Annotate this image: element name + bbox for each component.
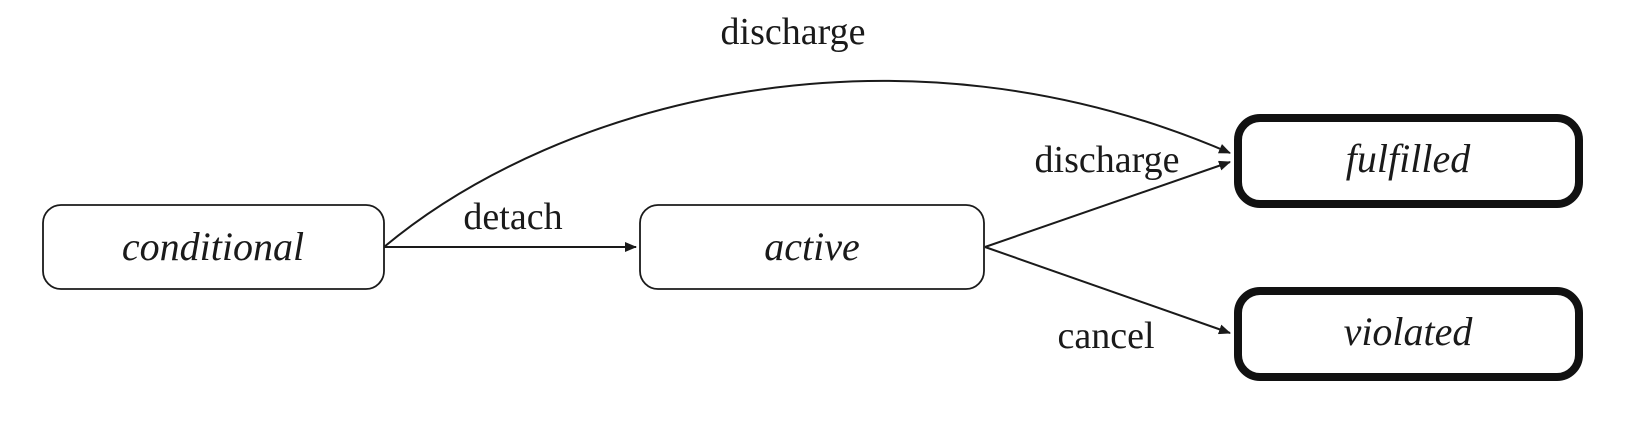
state-violated: violated — [1234, 287, 1583, 381]
state-active: active — [639, 204, 985, 290]
edge-label-active-violated: cancel — [1057, 315, 1154, 357]
state-label-fulfilled: fulfilled — [1346, 136, 1471, 181]
state-conditional: conditional — [42, 204, 385, 290]
edge-conditional-fulfilled — [383, 79, 1231, 248]
state-label-active: active — [764, 224, 860, 269]
state-label-violated: violated — [1344, 309, 1474, 354]
edge-label-conditional-active: detach — [463, 196, 562, 238]
edge-label-conditional-fulfilled: discharge — [721, 11, 866, 53]
state-fulfilled: fulfilled — [1234, 114, 1583, 208]
edge-active-fulfilled — [984, 160, 1231, 248]
state-label-conditional: conditional — [122, 224, 304, 269]
edge-active-violated — [984, 246, 1231, 335]
edge-label-active-fulfilled: discharge — [1035, 139, 1180, 181]
